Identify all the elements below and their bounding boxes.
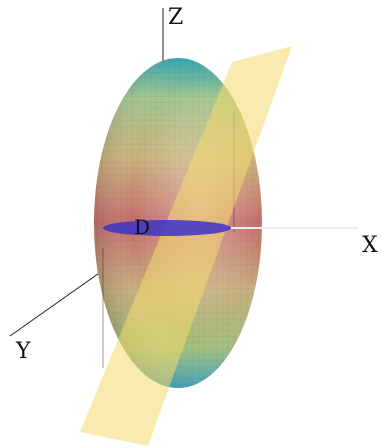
z-axis-label: Z xyxy=(168,5,183,30)
equatorial-disc xyxy=(103,220,231,236)
y-axis-label: Y xyxy=(15,339,31,364)
cutting-plane xyxy=(80,46,292,446)
center-point-label: D xyxy=(134,215,150,239)
x-axis-label: X xyxy=(362,233,378,258)
